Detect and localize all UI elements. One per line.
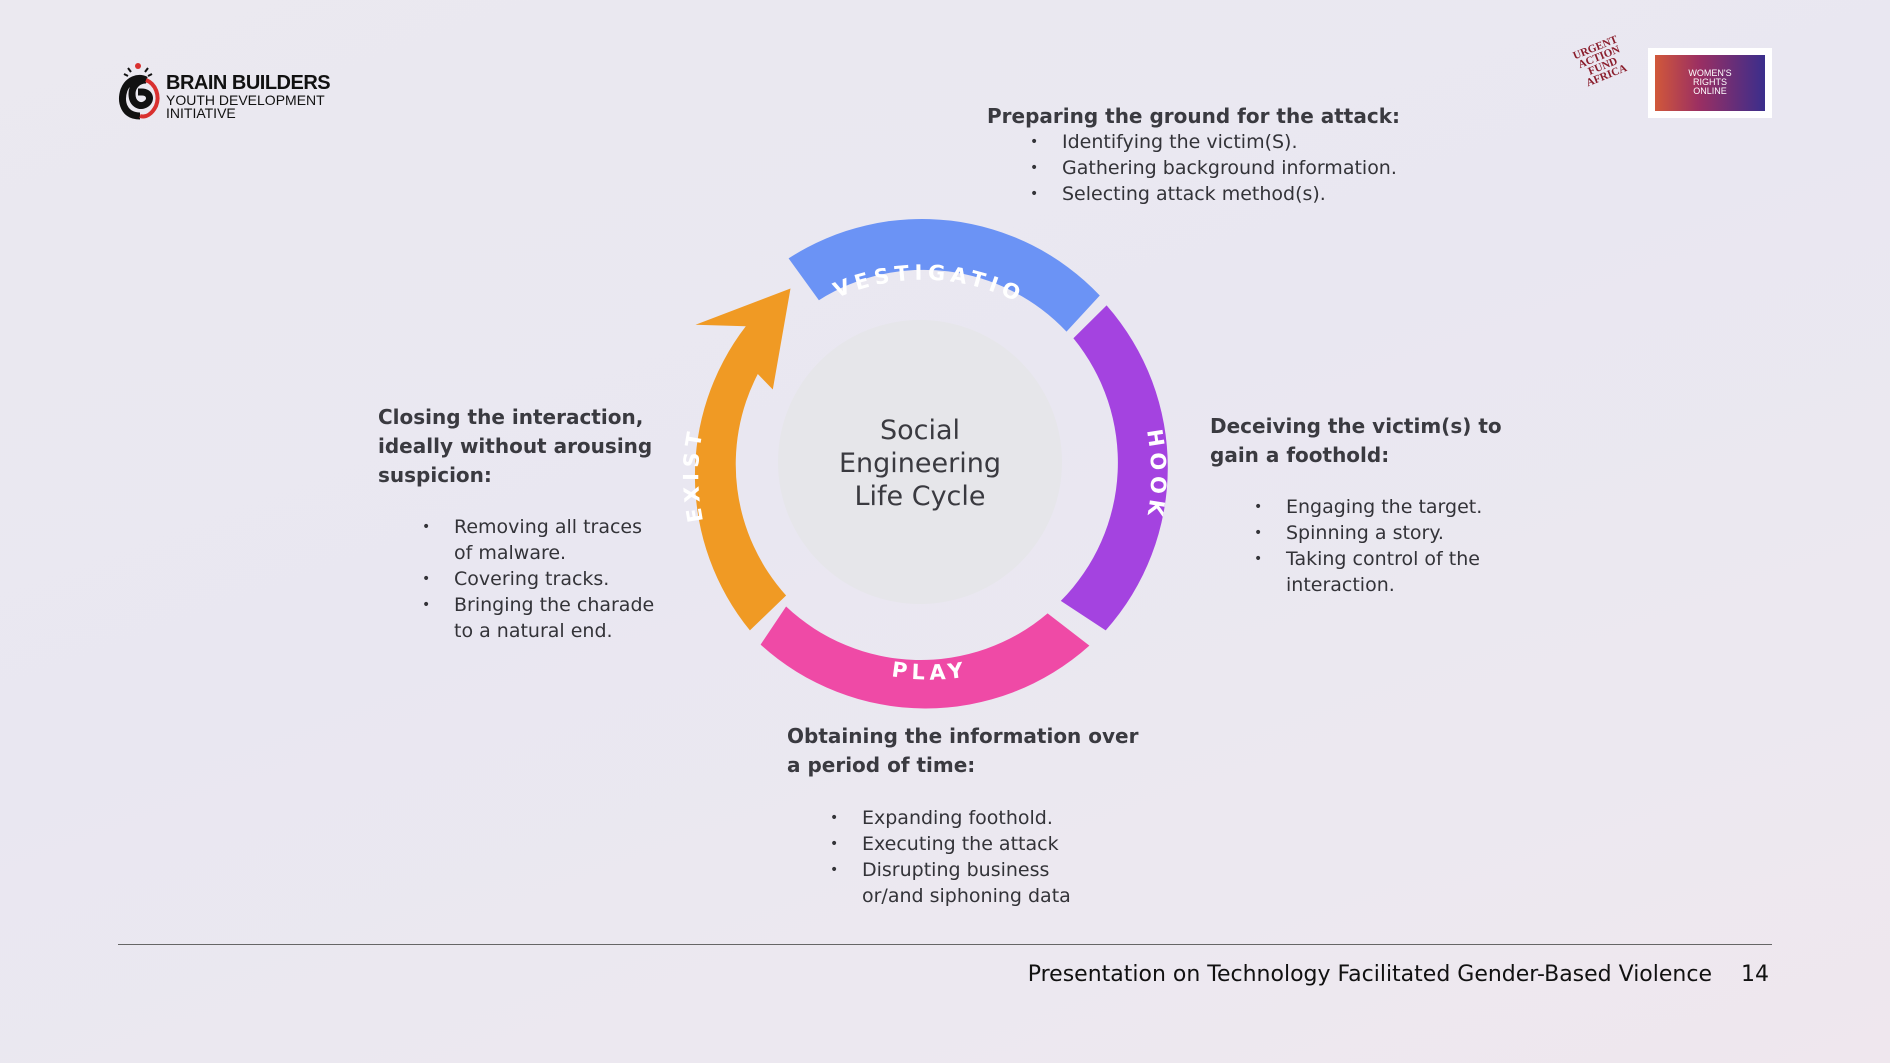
bullet-text: Gathering background information. — [1062, 157, 1397, 179]
bullet-dot: • — [1030, 160, 1039, 176]
bullet-text-continued: interaction. — [1286, 574, 1395, 596]
footer-divider — [118, 944, 1772, 945]
page-number: 14 — [1741, 962, 1769, 987]
wro-logo-line3: ONLINE — [1693, 86, 1727, 96]
list-item: • Engaging the target. — [1254, 494, 1502, 520]
bullet-dot: • — [422, 571, 431, 587]
center-title-line2: Engineering — [839, 448, 1001, 479]
investigation-heading: Preparing the ground for the attack: — [987, 104, 1400, 128]
logo-title: BRAIN BUILDERS — [166, 72, 331, 94]
bullet-text: Bringing the charade — [454, 594, 655, 616]
exist-heading-line1: Closing the interaction, — [378, 405, 644, 429]
play-segment — [760, 606, 1090, 709]
center-title-line1: Social — [880, 415, 960, 446]
list-item: • Taking control of the interaction. — [1254, 546, 1502, 598]
hook-heading-line2: gain a foothold: — [1210, 443, 1390, 467]
list-item: • Removing all traces of malware. — [422, 514, 654, 566]
wro-logo-line1: WOMEN'S — [1688, 68, 1732, 78]
bullet-text: Engaging the target. — [1286, 496, 1483, 518]
list-item: • Covering tracks. — [422, 566, 654, 592]
list-item: • Gathering background information. — [1030, 155, 1400, 181]
bullet-dot: • — [830, 836, 839, 852]
brain-builders-emblem-icon — [119, 63, 160, 120]
bullet-dot: • — [1030, 186, 1039, 202]
bullet-text: Identifying the victim(S). — [1062, 131, 1298, 153]
bullet-text: Taking control of the — [1286, 548, 1480, 570]
bullet-text: Expanding foothold. — [862, 807, 1053, 829]
logo-subtitle: YOUTH DEVELOPMENT — [166, 92, 325, 108]
bullet-text: Selecting attack method(s). — [1062, 183, 1326, 205]
bullet-dot: • — [830, 810, 839, 826]
bullet-dot: • — [830, 862, 839, 878]
bullet-dot: • — [1254, 525, 1263, 541]
bullet-text: Disrupting business — [862, 859, 1050, 881]
list-item: • Bringing the charade to a natural end. — [422, 592, 655, 644]
footer-title: Presentation on Technology Facilitated G… — [1027, 962, 1712, 987]
exist-label: EXIST — [679, 426, 708, 525]
bullet-text: Covering tracks. — [454, 568, 610, 590]
bullet-dot: • — [1254, 499, 1263, 515]
exist-bullets: • Removing all traces of malware. • Coverin… — [422, 514, 655, 644]
hook-label: HOOK — [1142, 428, 1171, 523]
list-item: • Executing the attack — [830, 831, 1138, 857]
list-item: • Identifying the victim(S). — [1030, 129, 1400, 155]
logo-subtitle-2: INITIATIVE — [166, 105, 236, 121]
bullet-text-continued: of malware. — [454, 542, 567, 564]
hook-bullets: • Engaging the target. • Spinning a story.… — [1254, 494, 1502, 598]
play-heading-line1: Obtaining the information over — [787, 724, 1139, 748]
bullet-dot: • — [1254, 551, 1263, 567]
hook-heading-line1: Deceiving the victim(s) to — [1210, 414, 1502, 438]
brain-builders-logo: BRAIN BUILDERS YOUTH DEVELOPMENT INITIAT… — [116, 58, 356, 122]
bullet-text-continued: to a natural end. — [454, 620, 613, 642]
play-bullets: • Expanding foothold. • Executing the atta… — [830, 805, 1138, 909]
bullet-text: Removing all traces — [454, 516, 643, 538]
hook-segment — [1060, 305, 1168, 631]
exist-heading-line2: ideally without arousing — [378, 434, 653, 458]
investigation-segment — [788, 218, 1100, 332]
bullet-text: Spinning a story. — [1286, 522, 1444, 544]
list-item: • Expanding foothold. — [830, 805, 1138, 831]
cycle-center-disc — [778, 320, 1062, 604]
play-description: Obtaining the information over a period … — [787, 722, 1138, 909]
play-label: PLAY — [890, 657, 969, 684]
hook-description: Deceiving the victim(s) to gain a footho… — [1210, 412, 1502, 598]
bullet-text-continued: or/and siphoning data — [862, 885, 1071, 907]
investigation-description: Preparing the ground for the attack: • Id… — [987, 102, 1400, 207]
womens-rights-online-logo: WOMEN'S RIGHTS ONLINE — [1648, 48, 1772, 118]
play-heading-line2: a period of time: — [787, 753, 976, 777]
exist-heading-line3: suspicion: — [378, 463, 492, 487]
bullet-text: Executing the attack — [862, 833, 1059, 855]
list-item: • Selecting attack method(s). — [1030, 181, 1400, 207]
center-title-line3: Life Cycle — [854, 481, 985, 512]
investigation-bullets: • Identifying the victim(S). • Gathering b… — [1030, 129, 1400, 207]
exist-description: Closing the interaction, ideally without… — [378, 403, 654, 644]
wro-logo-line2: RIGHTS — [1692, 77, 1727, 87]
list-item: • Spinning a story. — [1254, 520, 1502, 546]
bullet-dot: • — [422, 519, 431, 535]
bullet-dot: • — [422, 597, 431, 613]
list-item: • Disrupting business or/and siphoning dat… — [830, 857, 1138, 909]
exist-segment — [694, 288, 791, 631]
bullet-dot: • — [1030, 134, 1039, 150]
